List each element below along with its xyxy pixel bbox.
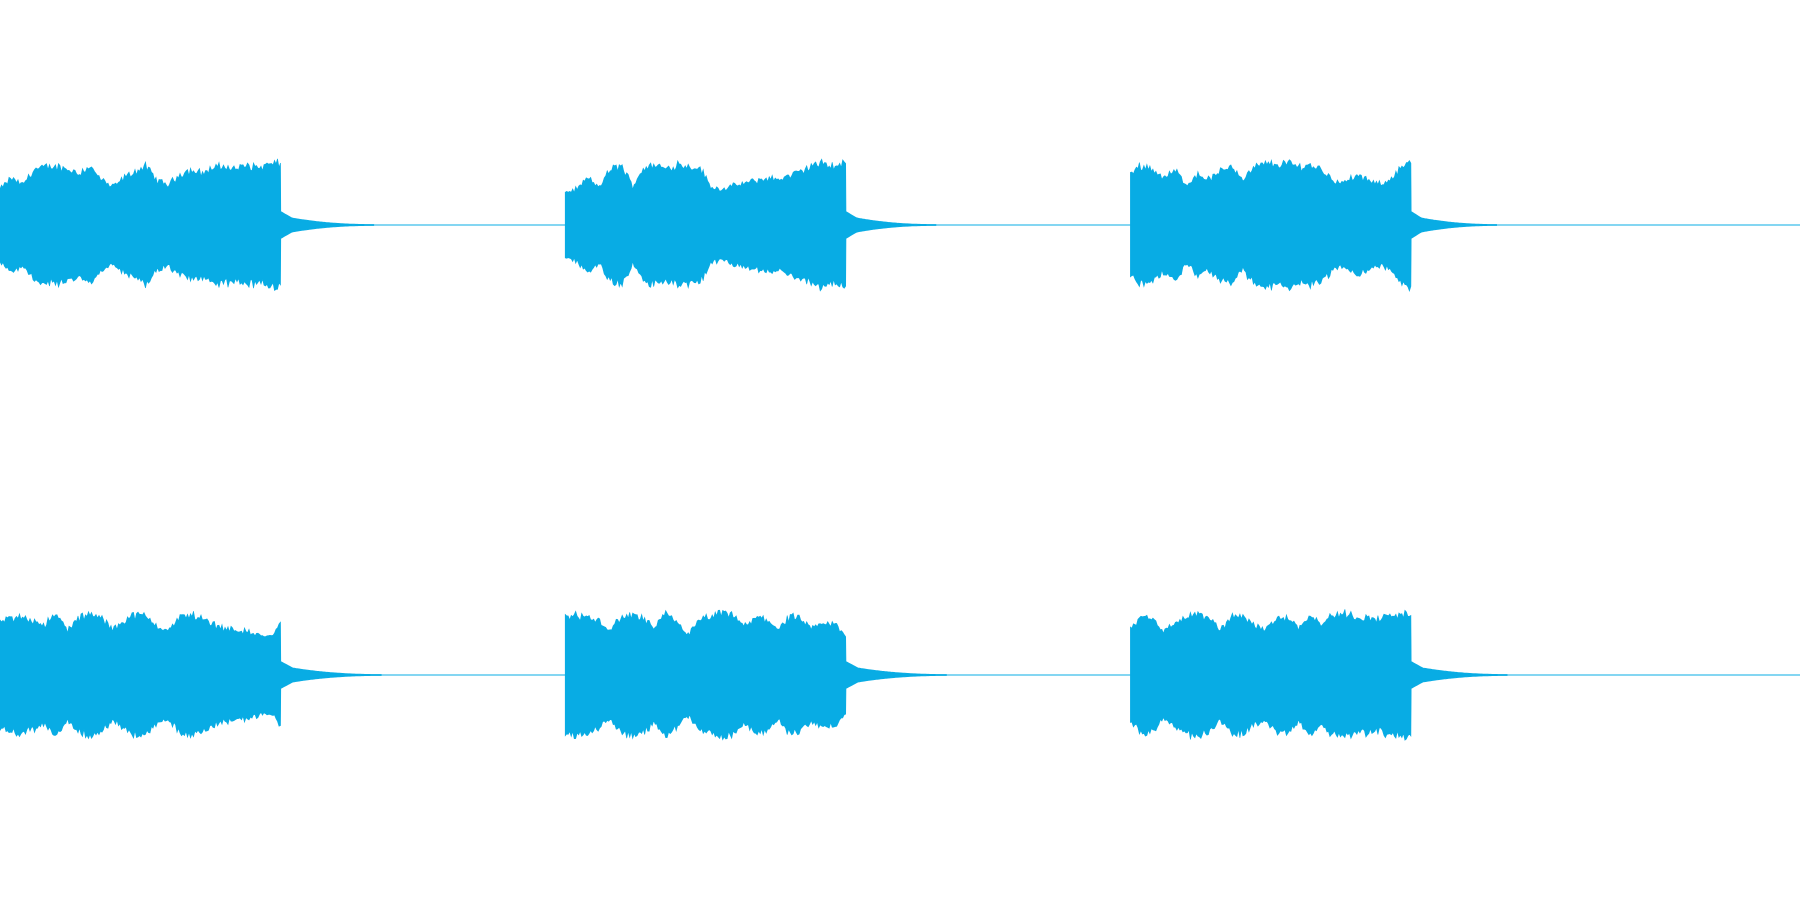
waveform-burst-bottom-2 (564, 609, 947, 741)
waveform-burst-top-2 (564, 158, 937, 292)
waveform-burst-bottom-3 (1130, 609, 1508, 741)
channel-top (0, 158, 1800, 293)
waveform-burst-bottom-1 (0, 610, 382, 740)
channel-bottom (0, 609, 1800, 741)
waveform-burst-top-1 (0, 158, 375, 291)
waveform-burst-top-3 (1130, 159, 1497, 293)
